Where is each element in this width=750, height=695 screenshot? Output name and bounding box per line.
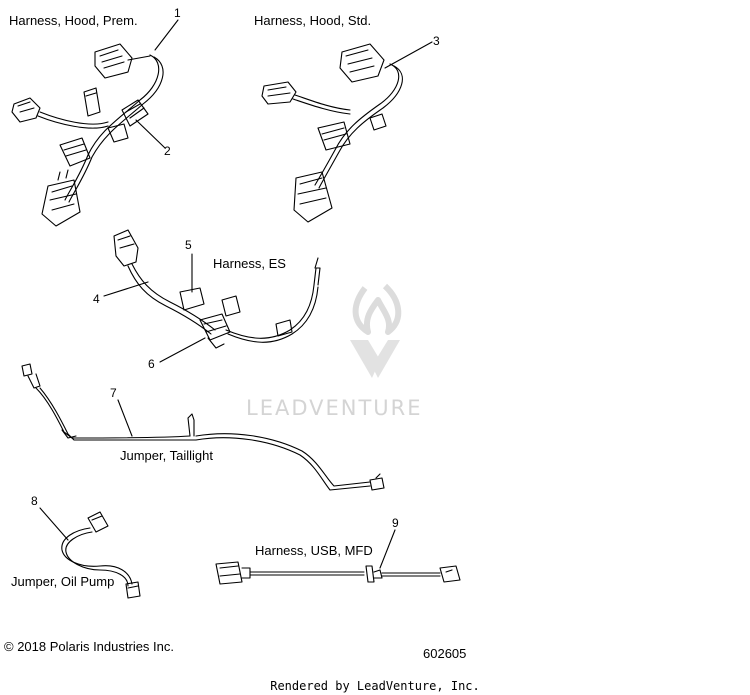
- label-harness-usb-mfd: Harness, USB, MFD: [255, 543, 373, 558]
- callout-3: 3: [433, 34, 440, 48]
- jumper-taillight-drawing: [21, 363, 385, 491]
- jumper-oil-pump-drawing: [61, 511, 141, 599]
- harness-hood-prem-drawing: [11, 43, 164, 227]
- callout-8: 8: [31, 494, 38, 508]
- label-jumper-oil-pump: Jumper, Oil Pump: [11, 574, 115, 589]
- watermark-text: LEADVENTURE: [246, 396, 423, 420]
- harness-hood-std-drawing: [261, 43, 403, 223]
- callout-5: 5: [185, 238, 192, 252]
- label-harness-hood-prem: Harness, Hood, Prem.: [9, 13, 138, 28]
- callout-4: 4: [93, 292, 100, 306]
- callout-7: 7: [110, 386, 117, 400]
- harness-es-drawing: [113, 229, 321, 349]
- part-number: 602605: [423, 646, 467, 661]
- leader-lines: [39, 19, 433, 569]
- rendered-by-footer: Rendered by LeadVenture, Inc.: [270, 679, 480, 693]
- copyright-text: © 2018 Polaris Industries Inc.: [4, 639, 174, 654]
- callout-1: 1: [174, 6, 181, 20]
- harness-usb-mfd-drawing: [215, 561, 461, 585]
- callout-2: 2: [164, 144, 171, 158]
- label-harness-hood-std: Harness, Hood, Std.: [254, 13, 372, 28]
- callout-9: 9: [392, 516, 399, 530]
- label-harness-es: Harness, ES: [213, 256, 286, 271]
- callout-6: 6: [148, 357, 155, 371]
- label-jumper-taillight: Jumper, Taillight: [120, 448, 213, 463]
